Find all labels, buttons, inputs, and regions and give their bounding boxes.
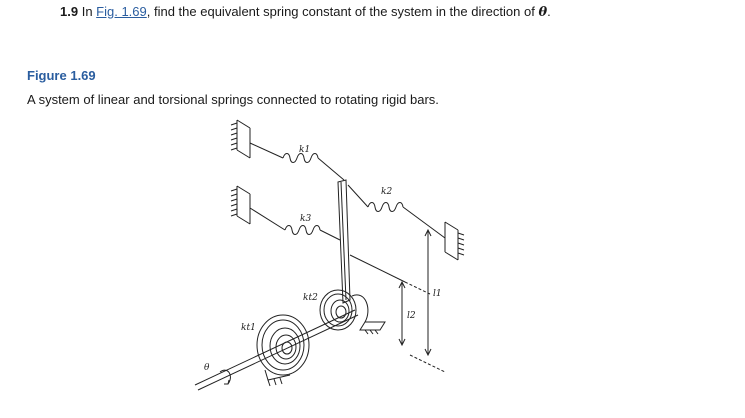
question-prefix: In	[81, 4, 93, 19]
wall-top-left	[230, 119, 251, 159]
shaft	[194, 309, 359, 391]
question-text: 1.9 In Fig. 1.69, find the equivalent sp…	[60, 4, 551, 20]
question-end: .	[547, 4, 551, 19]
figure-link[interactable]: Fig. 1.69	[96, 4, 147, 19]
figure-caption: A system of linear and torsional springs…	[27, 92, 439, 107]
spring-k1	[249, 142, 345, 181]
label-l1: l1	[433, 289, 442, 299]
label-k2: k2	[381, 187, 392, 197]
theta-symbol: θ	[538, 5, 548, 20]
label-theta: θ	[204, 363, 210, 373]
question-number: 1.9	[60, 4, 79, 19]
label-k3: k3	[300, 214, 311, 224]
spring-k3	[249, 207, 341, 241]
label-l2: l2	[407, 311, 416, 321]
torsional-spring-kt2	[319, 289, 386, 335]
theta-arrow	[219, 369, 231, 385]
rigid-bar	[337, 179, 351, 304]
dimension-l1	[409, 228, 446, 373]
wall-middle-left	[230, 185, 251, 225]
label-kt2: kt2	[303, 293, 318, 303]
figure-title: Figure 1.69	[27, 68, 96, 83]
label-k1: k1	[299, 145, 310, 155]
question-body: , find the equivalent spring constant of…	[146, 4, 535, 19]
torsional-spring-kt1	[256, 314, 310, 387]
wall-right	[444, 221, 465, 261]
spring-k2	[347, 184, 446, 239]
dimension-l2	[398, 280, 406, 347]
label-kt1: kt1	[241, 323, 256, 333]
